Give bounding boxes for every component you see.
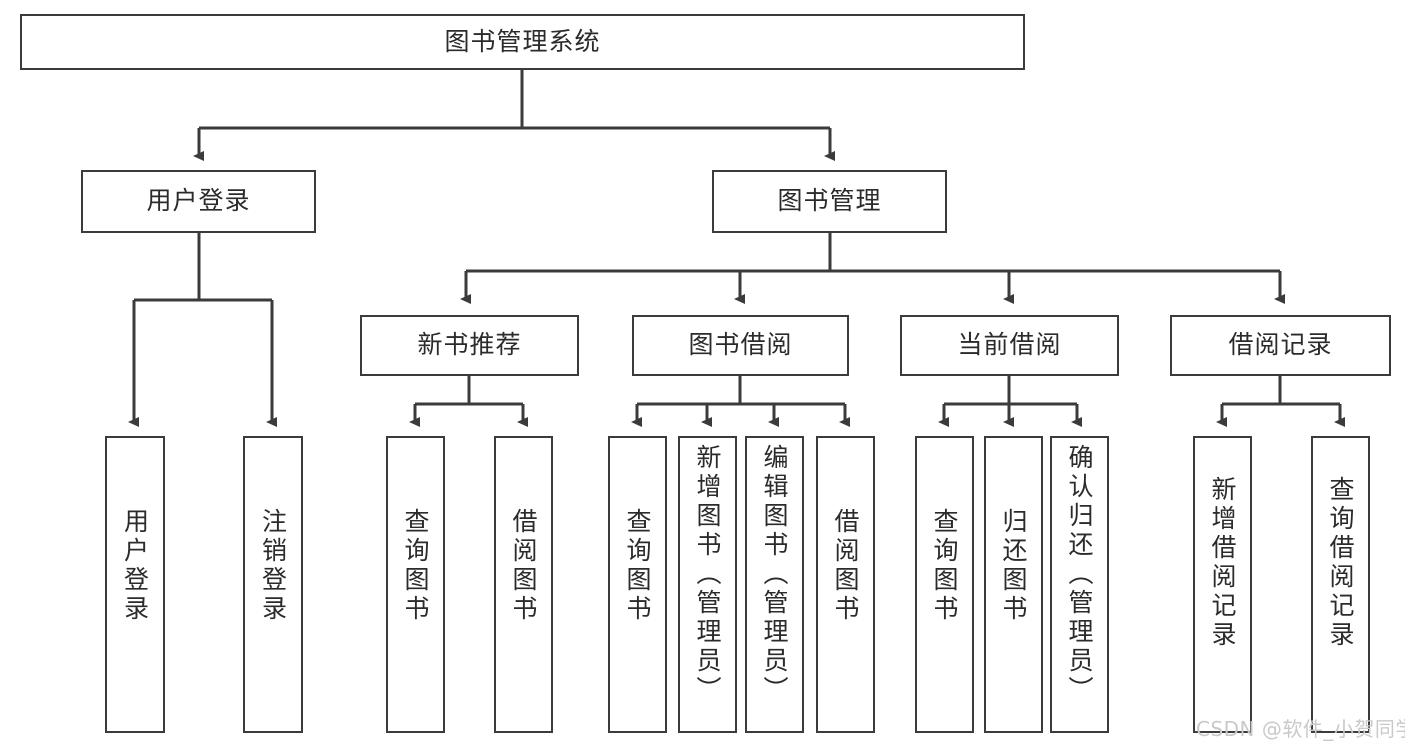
node-label: 新增借阅记录 bbox=[1208, 476, 1237, 650]
node-new-book-recommend[interactable]: 新书推荐 bbox=[360, 315, 579, 376]
node-label: 用户登录 bbox=[120, 508, 150, 624]
node-label: 查询图书 bbox=[623, 508, 652, 624]
leaf-record-add-record[interactable]: 新增借阅记录 bbox=[1193, 436, 1252, 733]
leaf-current-query-book[interactable]: 查询图书 bbox=[915, 436, 974, 733]
node-label: 查询图书 bbox=[930, 508, 959, 624]
node-label: 注销登录 bbox=[258, 508, 288, 624]
node-label: 借阅记录 bbox=[1228, 330, 1333, 360]
node-label: 图书管理系统 bbox=[444, 26, 601, 56]
node-label: 查询借阅记录 bbox=[1326, 476, 1355, 650]
leaf-current-return-book[interactable]: 归还图书 bbox=[984, 436, 1043, 733]
node-current-borrow[interactable]: 当前借阅 bbox=[900, 315, 1119, 376]
node-root-system[interactable]: 图书管理系统 bbox=[20, 14, 1025, 70]
node-borrow-record[interactable]: 借阅记录 bbox=[1170, 315, 1391, 376]
node-label: 归还图书 bbox=[999, 508, 1028, 624]
leaf-current-confirm-return-admin[interactable]: 确认归还（管理员） bbox=[1050, 436, 1109, 733]
watermark-text: CSDN @软件_小贺同学 bbox=[1196, 717, 1405, 741]
leaf-user-login-signout[interactable]: 注销登录 bbox=[243, 436, 303, 733]
leaf-borrow-edit-book-admin[interactable]: 编辑图书（管理员） bbox=[745, 436, 804, 733]
node-book-borrow[interactable]: 图书借阅 bbox=[632, 315, 849, 376]
node-label: 新增图书（管理员） bbox=[693, 444, 722, 705]
node-label: 借阅图书 bbox=[509, 508, 538, 624]
node-label: 确认归还（管理员） bbox=[1065, 444, 1094, 705]
node-label: 图书借阅 bbox=[688, 330, 793, 360]
node-book-management[interactable]: 图书管理 bbox=[712, 170, 947, 233]
leaf-borrow-add-book-admin[interactable]: 新增图书（管理员） bbox=[678, 436, 737, 733]
node-label: 图书管理 bbox=[777, 186, 882, 216]
node-label: 当前借阅 bbox=[957, 330, 1062, 360]
leaf-user-login-signin[interactable]: 用户登录 bbox=[105, 436, 165, 733]
leaf-recommend-borrow-book[interactable]: 借阅图书 bbox=[494, 436, 553, 733]
node-label: 新书推荐 bbox=[417, 330, 522, 360]
node-label: 借阅图书 bbox=[831, 508, 860, 624]
node-label: 用户登录 bbox=[146, 186, 251, 216]
node-user-login[interactable]: 用户登录 bbox=[81, 170, 316, 233]
leaf-borrow-borrow-book[interactable]: 借阅图书 bbox=[816, 436, 875, 733]
node-label: 查询图书 bbox=[401, 508, 430, 624]
leaf-record-query-record[interactable]: 查询借阅记录 bbox=[1311, 436, 1370, 733]
leaf-recommend-query-book[interactable]: 查询图书 bbox=[386, 436, 445, 733]
leaf-borrow-query-book[interactable]: 查询图书 bbox=[608, 436, 667, 733]
node-label: 编辑图书（管理员） bbox=[760, 444, 789, 705]
